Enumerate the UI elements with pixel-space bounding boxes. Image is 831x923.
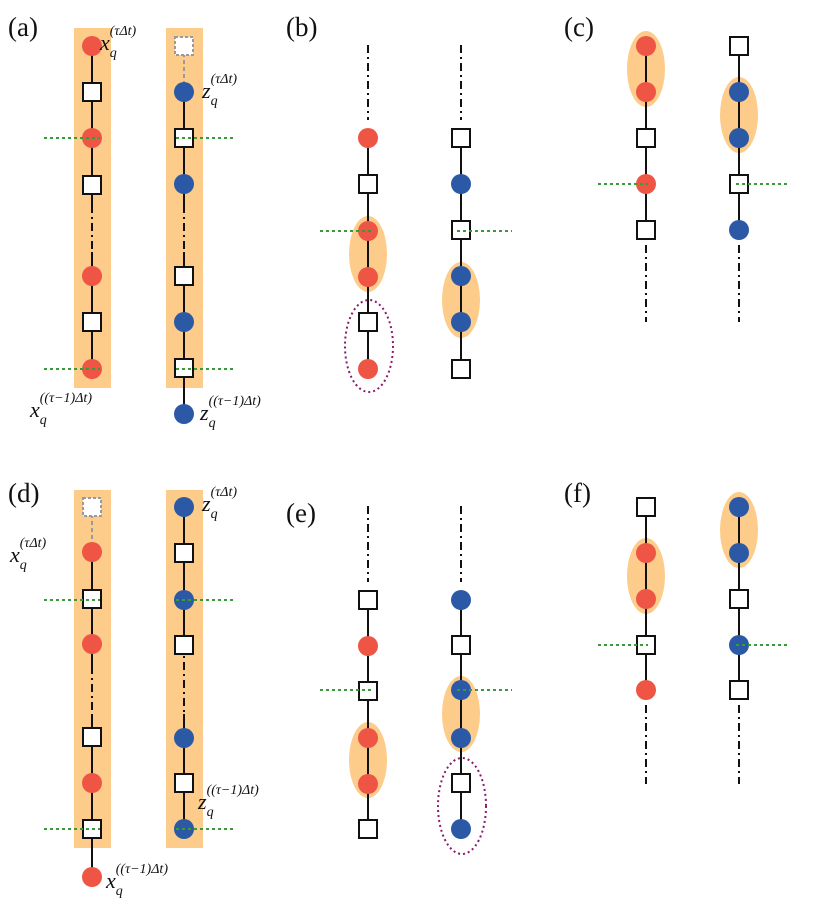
square-node (174, 773, 194, 793)
ghost-square-node (82, 497, 102, 517)
square-node (358, 174, 378, 194)
x-chain (82, 497, 102, 887)
z-node (451, 266, 471, 286)
label-x-tau: xq(τΔt) (9, 536, 47, 573)
panel-c: (c) (564, 12, 788, 322)
z-node (729, 128, 749, 148)
dashed-circle (344, 299, 394, 393)
x-node (358, 359, 378, 379)
z-node (174, 312, 194, 332)
panel-label-c: (c) (564, 12, 594, 42)
square-node (82, 175, 102, 195)
z-node (451, 174, 471, 194)
dashed-circle (437, 757, 487, 855)
z-node (729, 497, 749, 517)
square-node (451, 128, 471, 148)
z-node (174, 728, 194, 748)
x-node (358, 636, 378, 656)
x-node (82, 266, 102, 286)
x-chain (636, 497, 656, 784)
x-node (82, 867, 102, 887)
square-node (729, 36, 749, 56)
square-node (82, 82, 102, 102)
x-node (636, 36, 656, 56)
x-chain (358, 45, 378, 379)
square-node (174, 266, 194, 286)
panel-f: (f) (564, 478, 788, 784)
square-node (82, 312, 102, 332)
label-x-tau-minus-1: xq((τ−1)Δt) (29, 391, 92, 428)
square-node (358, 819, 378, 839)
x-node (358, 267, 378, 287)
x-node (82, 542, 102, 562)
z-chain (174, 497, 194, 839)
z-node (729, 543, 749, 563)
x-node (82, 773, 102, 793)
panel-b: (b) (286, 12, 512, 393)
ghost-square-node (174, 36, 194, 56)
label-z-tau: zq(τΔt) (201, 72, 237, 109)
square-node (636, 220, 656, 240)
z-node (451, 680, 471, 700)
z-node (451, 728, 471, 748)
x-node (636, 82, 656, 102)
z-node (729, 82, 749, 102)
label-z-tau-minus-1: zq((τ−1)Δt) (199, 394, 261, 431)
square-node (174, 635, 194, 655)
x-node (358, 774, 378, 794)
label-z-tau: zq(τΔt) (201, 485, 237, 522)
z-node (174, 404, 194, 424)
square-node (358, 590, 378, 610)
z-node (451, 590, 471, 610)
z-chain (174, 36, 194, 424)
z-node (174, 497, 194, 517)
z-chain (451, 506, 471, 839)
square-node (174, 543, 194, 563)
x-node (636, 680, 656, 700)
x-node (82, 36, 102, 56)
z-node (451, 312, 471, 332)
x-chain (636, 36, 656, 322)
x-node (636, 589, 656, 609)
label-x-tau-minus-1: xq((τ−1)Δt) (105, 862, 168, 899)
square-node (451, 635, 471, 655)
z-node (174, 82, 194, 102)
square-node (636, 128, 656, 148)
panel-label-f: (f) (564, 478, 591, 508)
panel-e: (e) (286, 498, 512, 855)
label-x-tau: xq(τΔt) (99, 24, 137, 61)
x-node (636, 543, 656, 563)
z-node (174, 174, 194, 194)
square-node (636, 497, 656, 517)
z-node (451, 819, 471, 839)
x-node (82, 634, 102, 654)
x-node (358, 728, 378, 748)
panel-label-a: (a) (8, 12, 38, 42)
square-node (451, 773, 471, 793)
panel-a: (a) (8, 12, 261, 431)
square-node (729, 589, 749, 609)
x-node (358, 128, 378, 148)
square-node (451, 220, 471, 240)
label-z-tau-minus-1: zq((τ−1)Δt) (197, 783, 259, 820)
square-node (451, 359, 471, 379)
square-node (358, 312, 378, 332)
panel-label-e: (e) (286, 498, 316, 528)
square-node (82, 727, 102, 747)
panel-label-d: (d) (8, 478, 39, 508)
square-node (729, 680, 749, 700)
panel-d: (d) (8, 478, 259, 899)
z-chain (451, 45, 471, 379)
x-chain (358, 506, 378, 839)
panel-label-b: (b) (286, 12, 317, 42)
z-node (729, 220, 749, 240)
